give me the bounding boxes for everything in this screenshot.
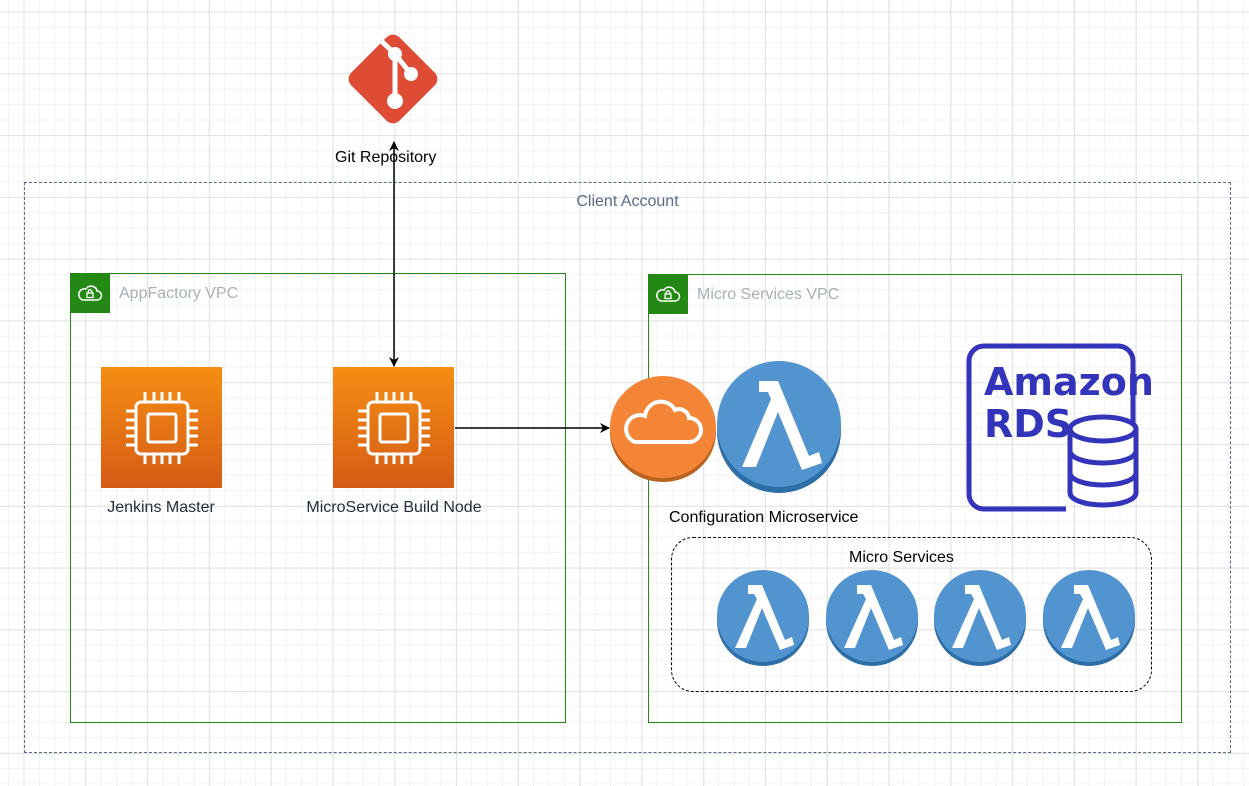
ec2-instance-icon[interactable] bbox=[333, 367, 454, 488]
microservices-vpc-group[interactable] bbox=[648, 274, 1182, 723]
amazon-rds-icon[interactable]: Amazon RDS bbox=[966, 343, 1154, 512]
ec2-instance-icon[interactable] bbox=[101, 367, 222, 488]
microservices-vpc-label: Micro Services VPC bbox=[697, 286, 840, 303]
configuration-microservice-label: Configuration Microservice bbox=[669, 509, 859, 526]
rds-line2: RDS bbox=[984, 402, 1072, 446]
client-account-label: Client Account bbox=[576, 193, 679, 210]
lambda-icon[interactable] bbox=[716, 357, 842, 495]
lambda-icon[interactable] bbox=[933, 569, 1027, 672]
rds-line1: Amazon bbox=[984, 360, 1154, 404]
jenkins-master-label: Jenkins Master bbox=[107, 499, 215, 516]
vpc-cloud-lock-icon bbox=[648, 274, 688, 314]
microservice-build-node-label: MicroService Build Node bbox=[306, 499, 482, 516]
git-icon[interactable] bbox=[335, 21, 451, 137]
lambda-icon[interactable] bbox=[825, 569, 919, 672]
client-account-group[interactable] bbox=[24, 182, 1231, 753]
appfactory-vpc-group[interactable] bbox=[70, 273, 566, 723]
micro-services-group[interactable] bbox=[671, 537, 1152, 692]
micro-services-lambda-row bbox=[716, 569, 1136, 669]
lambda-icon[interactable] bbox=[1042, 569, 1136, 672]
appfactory-vpc-label: AppFactory VPC bbox=[119, 285, 239, 302]
git-repository-label: Git Repository bbox=[335, 149, 437, 166]
lambda-icon[interactable] bbox=[716, 569, 810, 672]
micro-services-label: Micro Services bbox=[849, 549, 954, 566]
vpc-cloud-lock-icon bbox=[70, 273, 110, 313]
api-gateway-cloud-icon[interactable] bbox=[609, 372, 717, 484]
